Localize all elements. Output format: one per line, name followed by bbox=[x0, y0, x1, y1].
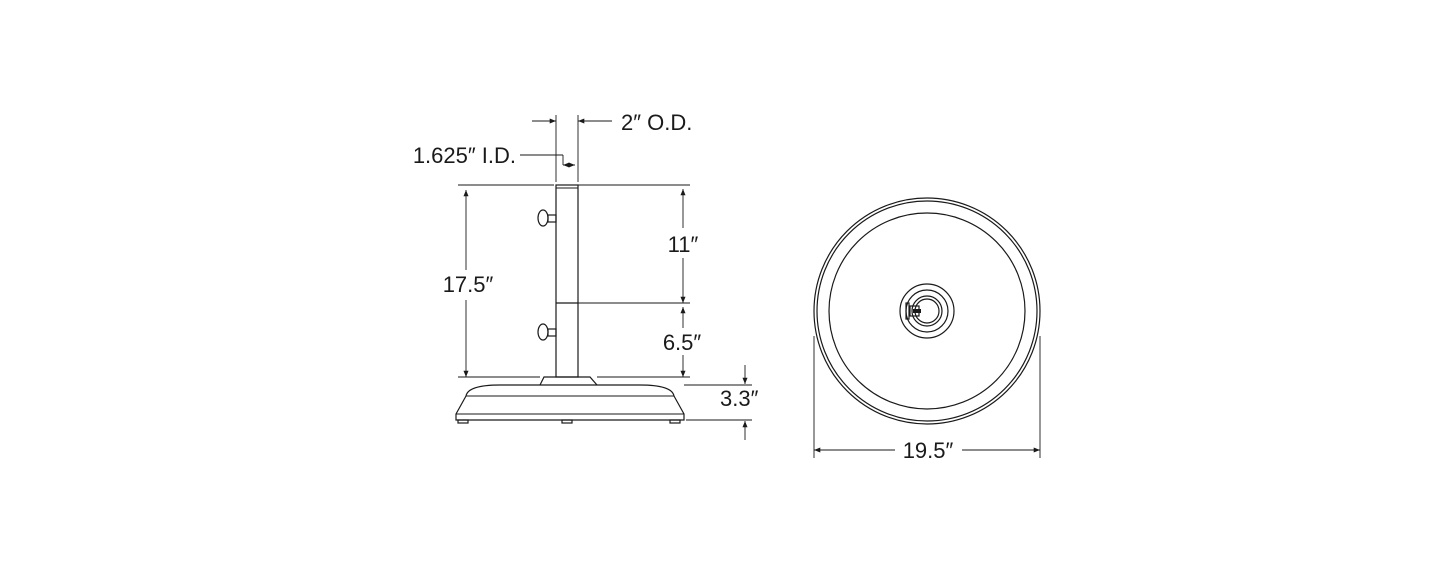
top-view: 19.5″ bbox=[813, 197, 1041, 463]
pole-socket bbox=[899, 283, 955, 339]
upper-tube-dimension: 11″ bbox=[578, 184, 699, 304]
base-diameter-dimension: 19.5″ bbox=[813, 336, 1041, 463]
pole-tube bbox=[555, 184, 579, 378]
total-height-label: 17.5″ bbox=[443, 272, 494, 297]
upper-tube-label: 11″ bbox=[668, 232, 699, 257]
upper-knob bbox=[537, 209, 557, 227]
outer-diameter-dimension: 2″ O.D. bbox=[532, 110, 692, 182]
socket-knob bbox=[905, 302, 921, 320]
inner-diameter-label: 1.625″ I.D. bbox=[413, 143, 516, 168]
lower-tube-dimension: 6.5″ bbox=[597, 307, 702, 378]
total-height-dimension: 17.5″ bbox=[443, 184, 554, 378]
base-diameter-label: 19.5″ bbox=[903, 438, 954, 463]
lower-knob bbox=[537, 323, 557, 341]
lower-tube-label: 6.5″ bbox=[663, 330, 702, 355]
base-height-label: 3.3″ bbox=[720, 386, 759, 411]
base-height-dimension: 3.3″ bbox=[684, 365, 759, 440]
side-view: 2″ O.D. 1.625″ I.D. 17.5″ 11″ bbox=[413, 110, 759, 440]
inner-diameter-dimension: 1.625″ I.D. bbox=[413, 143, 575, 168]
base-outer-rim bbox=[813, 197, 1041, 425]
outer-diameter-label: 2″ O.D. bbox=[621, 110, 692, 135]
base-side bbox=[455, 376, 685, 424]
base-inner-rim bbox=[828, 212, 1026, 410]
